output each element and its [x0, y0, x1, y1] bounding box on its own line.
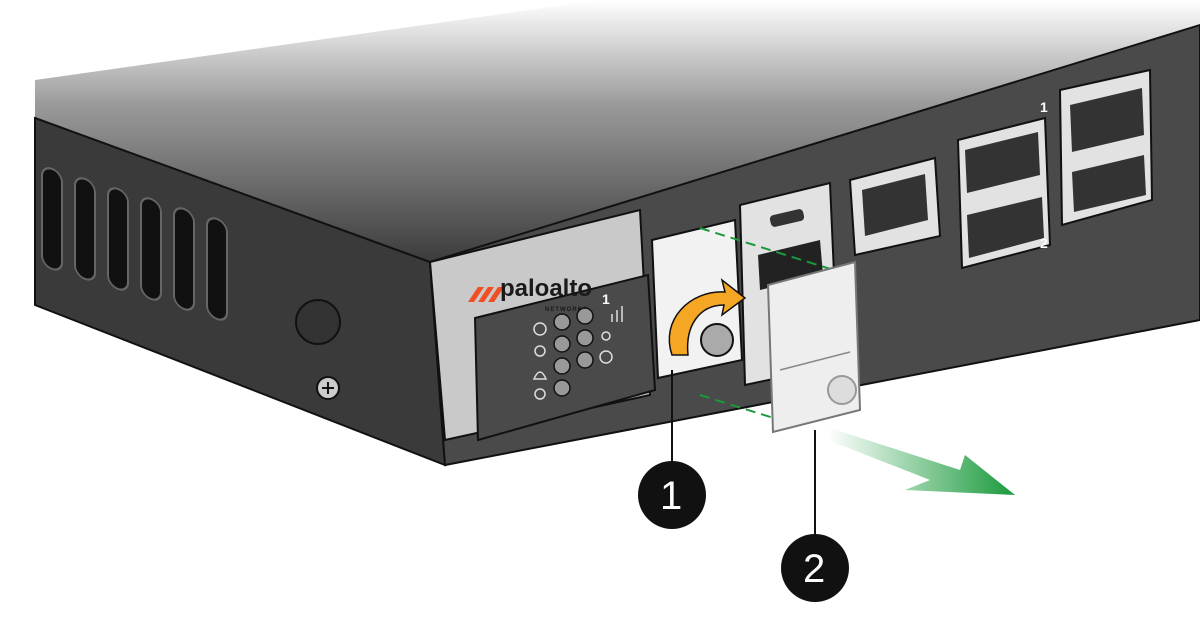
sfp-slot — [862, 174, 928, 236]
sfp-slot-bottom — [967, 197, 1044, 258]
ground-screw-icon — [316, 376, 340, 400]
logo-sub: NETWORKS — [545, 307, 588, 313]
signal-label: 1 — [602, 291, 610, 307]
callout-1 — [638, 461, 706, 529]
logo-mark-icon — [468, 287, 504, 302]
port-label-2: 2 — [1040, 235, 1048, 251]
callout-2-label: 2 — [803, 547, 825, 591]
remove-arrow-icon — [828, 428, 1015, 495]
callout-2 — [781, 534, 849, 602]
led-icons — [532, 306, 623, 400]
status-leds — [553, 307, 594, 397]
thumbscrew-icon — [700, 323, 734, 357]
device-top-surface — [35, 0, 1200, 262]
led-panel — [473, 273, 657, 442]
slot-cover-plate — [766, 260, 862, 434]
sfp-slot-top — [965, 132, 1040, 193]
callout-1-label: 1 — [660, 474, 682, 518]
side-vents — [41, 167, 228, 321]
cover-thumbscrew-icon — [827, 375, 857, 405]
rj45-port-top — [1070, 88, 1144, 152]
micro-usb-port — [769, 209, 805, 227]
logo-brand: paloalto — [500, 275, 592, 302]
side-port-icon — [295, 299, 341, 345]
rj45-port-bottom — [1072, 155, 1146, 212]
guide-lines — [699, 227, 841, 421]
paloalto-logo: paloalto NETWORKS — [468, 275, 592, 313]
port-label-1: 1 — [1040, 99, 1048, 115]
rotate-arrow-icon — [668, 278, 747, 356]
